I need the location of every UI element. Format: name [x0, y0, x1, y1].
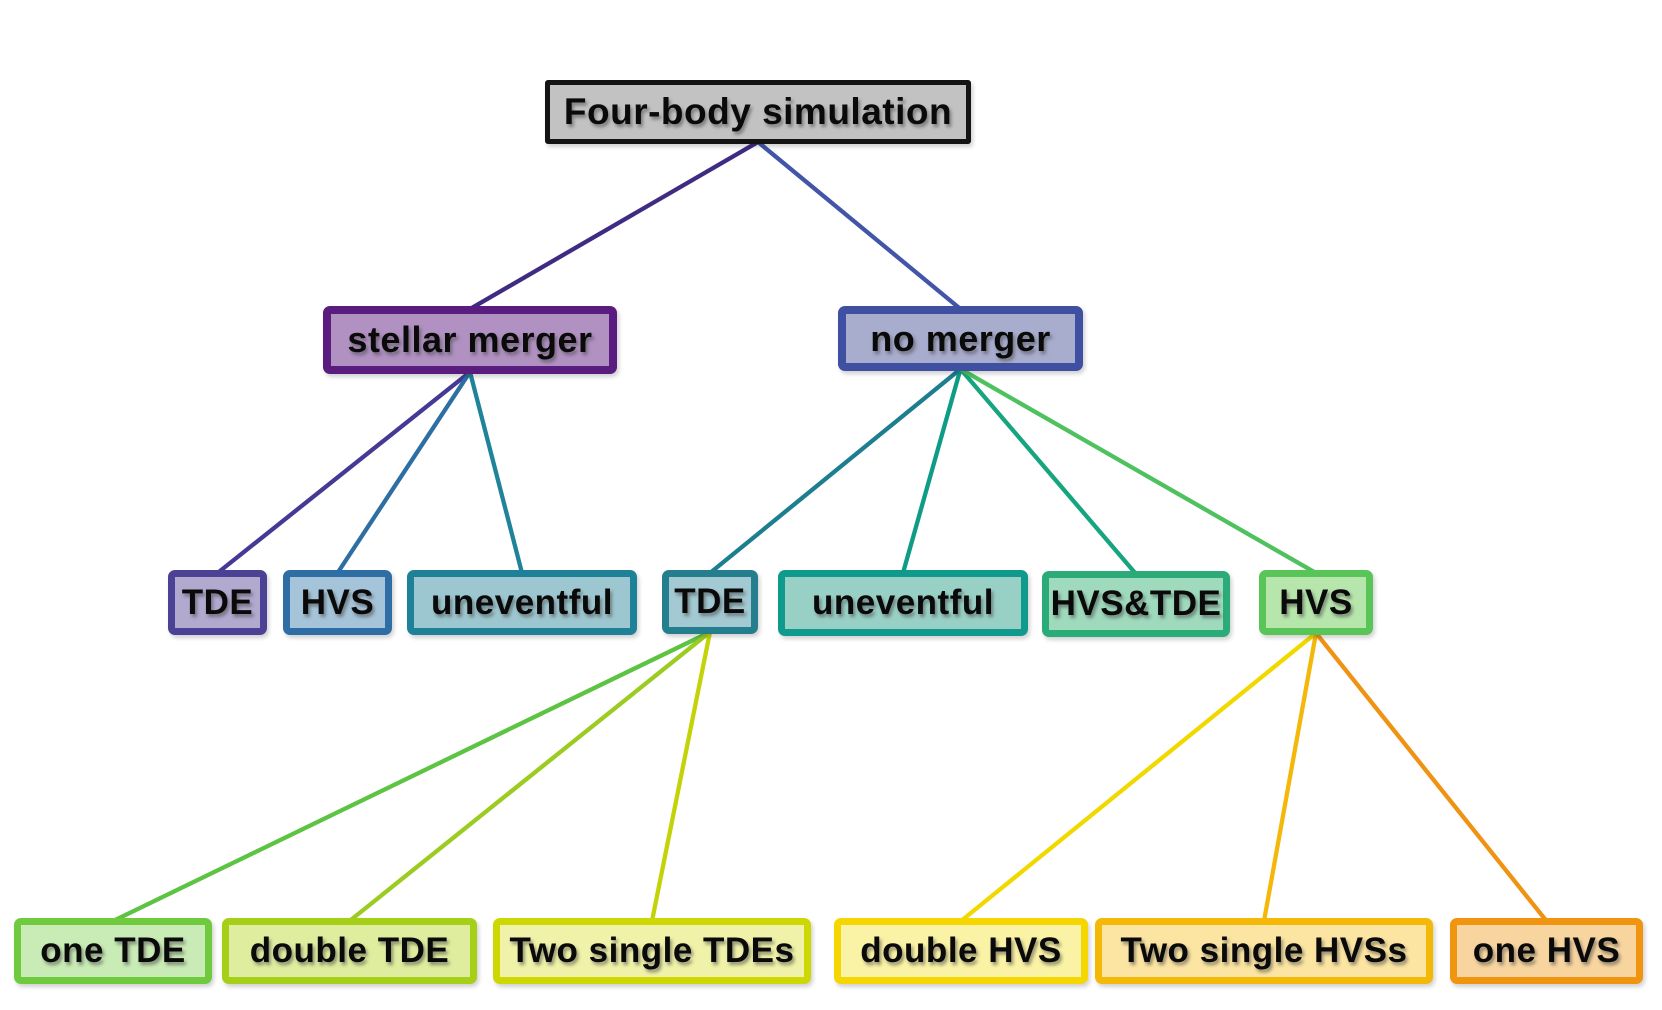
node-stellar: stellar merger: [323, 306, 617, 374]
edge-tde2-twotde: [649, 629, 713, 924]
edge-hvs2-doublehvs: [958, 630, 1319, 924]
node-doublehvs: double HVS: [834, 918, 1088, 984]
node-label-unev2: uneventful: [812, 583, 994, 622]
node-label-doublehvs: double HVS: [860, 931, 1062, 970]
node-tde1: TDE: [168, 570, 267, 635]
node-label-nomerger: no merger: [870, 317, 1051, 359]
node-label-hvstde: HVS&TDE: [1050, 584, 1222, 623]
edge-hvs2-twohvs: [1261, 630, 1319, 924]
node-hvstde: HVS&TDE: [1042, 571, 1230, 637]
node-label-root: Four-body simulation: [563, 91, 953, 132]
node-label-hvs1: HVS: [300, 582, 375, 622]
node-label-twotde: Two single TDEs: [509, 931, 795, 970]
node-root: Four-body simulation: [545, 80, 971, 144]
node-label-tde2: TDE: [674, 582, 746, 621]
edge-tde2-onetde: [110, 629, 713, 924]
edge-stellar-hvs1: [335, 369, 473, 576]
node-label-doubletde: double TDE: [249, 931, 450, 970]
node-label-hvs2: HVS: [1279, 582, 1353, 622]
node-label-twohvs: Two single HVSs: [1120, 931, 1408, 970]
edge-hvs2-onehvs: [1313, 630, 1549, 924]
node-hvs2: HVS: [1259, 570, 1373, 635]
node-onehvs: one HVS: [1450, 918, 1643, 984]
node-unev2: uneventful: [778, 570, 1028, 636]
node-label-onetde: one TDE: [40, 931, 186, 970]
edge-nomerger-hvstde: [958, 366, 1139, 577]
node-twotde: Two single TDEs: [493, 918, 811, 984]
edge-nomerger-hvs2: [958, 366, 1319, 576]
node-tde2: TDE: [662, 570, 758, 634]
node-hvs1: HVS: [283, 570, 392, 635]
node-nomerger: no merger: [838, 306, 1083, 371]
node-unev1: uneventful: [407, 570, 637, 635]
node-onetde: one TDE: [14, 918, 212, 984]
edge-tde2-doubletde: [347, 629, 713, 924]
node-label-stellar: stellar merger: [347, 319, 593, 360]
node-twohvs: Two single HVSs: [1095, 918, 1433, 984]
node-label-onehvs: one HVS: [1472, 931, 1621, 970]
node-label-unev1: uneventful: [431, 582, 613, 622]
edge-root-stellar: [467, 139, 761, 312]
edge-nomerger-unev2: [900, 366, 963, 576]
edge-root-nomerger: [755, 139, 963, 312]
edge-stellar-unev1: [467, 369, 525, 576]
node-label-tde1: TDE: [181, 582, 254, 622]
node-doubletde: double TDE: [222, 918, 477, 984]
edge-stellar-tde1: [215, 369, 473, 576]
edge-nomerger-tde2: [707, 366, 963, 576]
